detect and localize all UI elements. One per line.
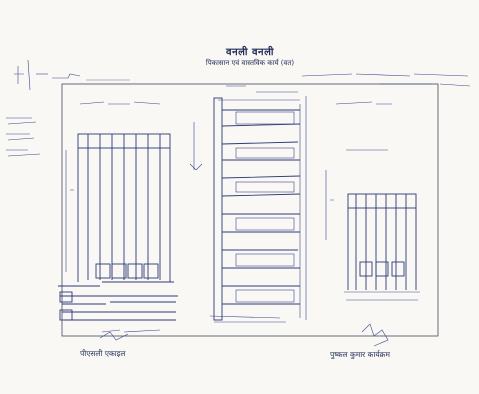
note-top-right [301,73,471,87]
drawing-frame [61,83,439,337]
plan-center [189,85,307,323]
caption-left: पीएसली एकाइल [80,349,126,358]
plan-right [325,101,420,301]
caption-right: पुष्कल कुमार कार्यक्रम [330,350,390,359]
document-title: वनली वनली [226,47,274,58]
plan-left [58,101,178,333]
title-block: वनली वनली पिकासान एवं वास्तविक कार्य (वत… [150,44,350,68]
side-notes-left [6,117,41,157]
scale-note-left [14,59,130,91]
signature-right [361,323,389,347]
document-subtitle: पिकासान एवं वास्तविक कार्य (वत) [205,59,295,67]
signature-left [99,331,129,341]
